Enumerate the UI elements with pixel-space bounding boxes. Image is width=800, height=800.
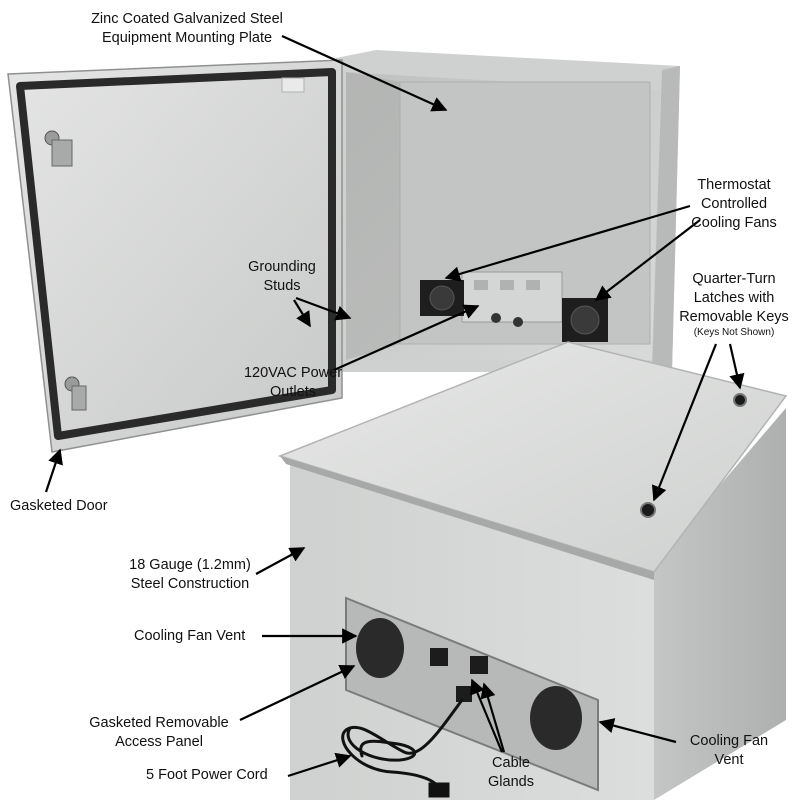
label-vent-right: Cooling Fan Vent [689,733,769,768]
fan-left-hub [429,285,455,311]
label-power-cord: 5 Foot Power Cord [146,767,268,783]
label-mounting-plate: Zinc Coated Galvanized Steel Equipment M… [91,11,283,46]
arrow-mounting-plate [281,34,448,112]
open-door [7,59,343,453]
cable-gland-3 [456,686,472,702]
arrow-cable-glands-2 [480,682,506,753]
cabinet-right-side [652,66,680,372]
arrow-vent-right [598,718,677,744]
label-outlets: 120VAC Power Outlets [243,365,343,400]
vent-right [530,686,582,750]
vent-left [356,618,404,678]
arrow-door [44,448,63,493]
open-enclosure [334,50,680,372]
label-latches: Quarter-Turn Latches with Removable Keys… [672,270,796,339]
arrow-outlets [333,304,480,372]
label-access-panel: Gasketed Removable Access Panel [89,715,229,750]
arrow-grounding-1 [295,296,352,321]
interior-shadow [346,72,400,360]
label-fans: Thermostat Controlled Cooling Fans [691,177,777,231]
fan-right-hub [570,305,600,335]
latch-keyhole-2 [640,502,656,518]
power-cord [341,698,464,798]
power-strip [461,271,563,323]
cord-cable [341,698,464,792]
arrow-latch-top [728,343,745,390]
cord-coil [346,726,417,762]
arrow-grounding-2 [293,299,311,328]
latch-keyhole-1 [733,393,747,407]
door-panel [7,59,343,453]
top-door-edge [280,456,654,580]
cable-gland-1 [430,648,448,666]
door-label-sticker [281,77,305,93]
arrow-access-panel [239,664,356,721]
cable-gland-2 [470,656,488,674]
arrow-cable-glands-1 [470,678,504,753]
door-latch-bottom-arm [71,385,87,411]
arrow-fan-left [444,204,691,282]
closed-top-door [277,341,788,573]
cord-plug [428,782,450,798]
door-latch-top-arm [51,139,73,167]
label-latches-note: (Keys Not Shown) [693,327,775,338]
label-door: Gasketed Door [10,498,108,514]
closed-side-face [654,408,786,800]
label-grounding: Grounding Studs [248,259,316,294]
arrow-power-cord [287,752,352,778]
door-gasket [16,68,336,440]
outlet-3 [526,280,540,290]
outlet-hole-1 [491,313,501,323]
callout-arrows [44,34,745,778]
outlet-2 [500,280,514,290]
arrow-latch-bottom [651,343,718,502]
arrow-steel [255,547,306,575]
label-vent-left: Cooling Fan Vent [134,628,246,644]
outlet-hole-2 [513,317,523,327]
outlet-1 [474,280,488,290]
label-cable-glands: Cable Glands [488,755,534,790]
arrow-fan-right [594,219,701,301]
label-steel: 18 Gauge (1.2mm) Steel Construction [129,557,251,592]
